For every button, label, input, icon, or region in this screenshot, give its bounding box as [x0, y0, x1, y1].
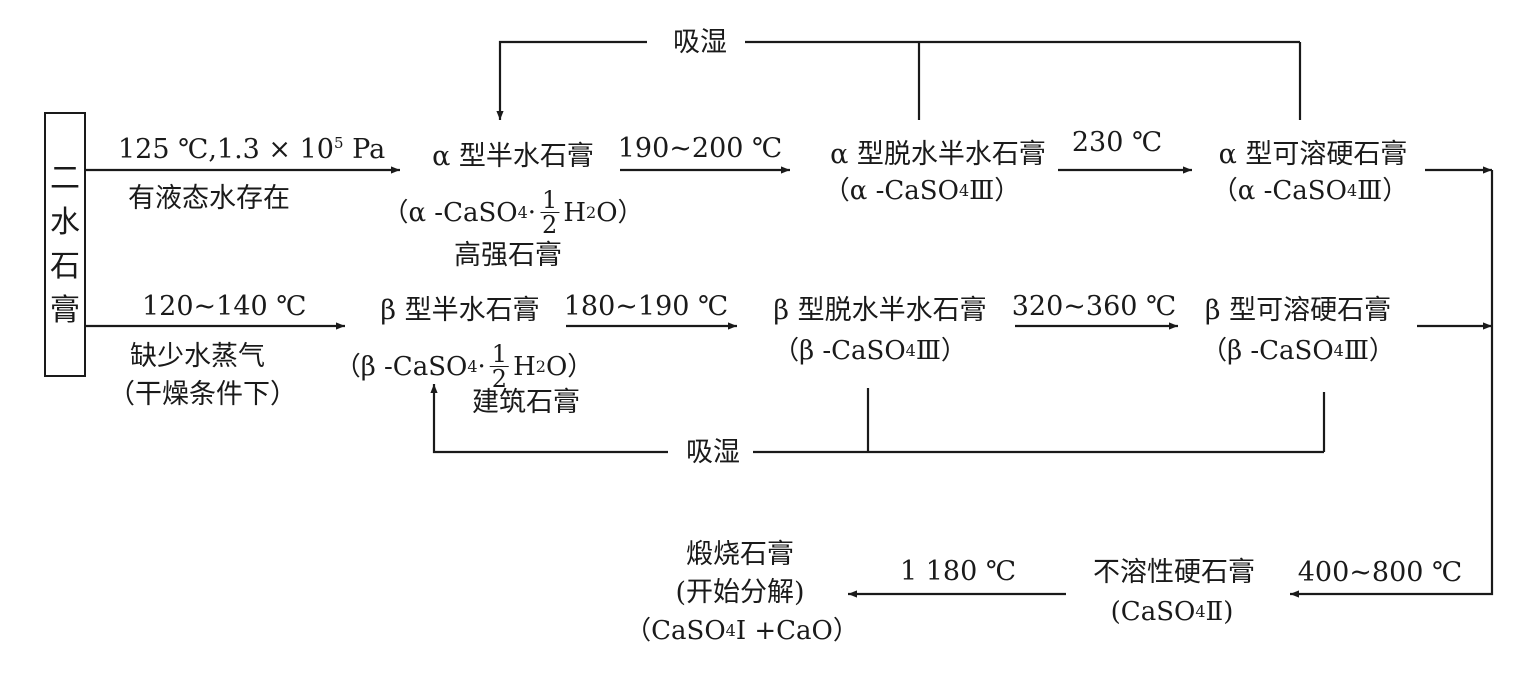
beta-moisture-loop-line — [430, 384, 668, 454]
alpha-temp-soluble: 230 ℃ — [1071, 127, 1163, 158]
alpha-soluble-name: α 型可溶硬石膏 — [1218, 139, 1408, 170]
beta-hemihydrate-name: β 型半水石膏 — [380, 295, 540, 326]
calcined-gypsum-note: (开始分解) — [675, 577, 805, 608]
beta-hemihydrate-note: 建筑石膏 — [472, 387, 580, 418]
beta-soluble-name: β 型可溶硬石膏 — [1204, 295, 1392, 326]
calcined-gypsum-name: 煅烧石膏 — [686, 539, 794, 570]
alpha-route-condition-water: 有液态水存在 — [128, 183, 290, 214]
alpha-hemihydrate-note: 高强石膏 — [454, 240, 562, 271]
alpha-route-condition-temp: 125 ℃,1.3 × 105 Pa — [118, 134, 386, 165]
beta-moisture-label: 吸湿 — [686, 437, 740, 468]
beta-route-condition-temp: 120~140 ℃ — [142, 291, 307, 322]
beta-route-condition-dry: （干燥条件下） — [108, 379, 297, 410]
alpha-temp-dehydration: 190~200 ℃ — [617, 133, 783, 164]
beta-temp-dehydration: 180~190 ℃ — [563, 291, 729, 322]
beta-temp-soluble: 320~360 ℃ — [1011, 291, 1177, 322]
alpha-dehydrated-name: α 型脱水半水石膏 — [830, 139, 1046, 170]
beta-dehydrated-name: β 型脱水半水石膏 — [773, 295, 987, 326]
collector-line — [1290, 170, 1494, 598]
temp-insoluble: 400~800 ℃ — [1297, 557, 1463, 588]
start-node-label: 二水石膏 — [50, 160, 80, 328]
start-node-dihydrate-gypsum: 二水石膏 — [44, 112, 86, 377]
alpha-hemihydrate-name: α 型半水石膏 — [432, 141, 594, 172]
insoluble-anhydrite-name: 不溶性硬石膏 — [1093, 557, 1255, 588]
temp-calcined: 1 180 ℃ — [899, 556, 1017, 587]
alpha-moisture-loop-line — [496, 40, 647, 120]
beta-route-condition-steam: 缺少水蒸气 — [130, 341, 265, 372]
alpha-moisture-label: 吸湿 — [673, 27, 727, 58]
